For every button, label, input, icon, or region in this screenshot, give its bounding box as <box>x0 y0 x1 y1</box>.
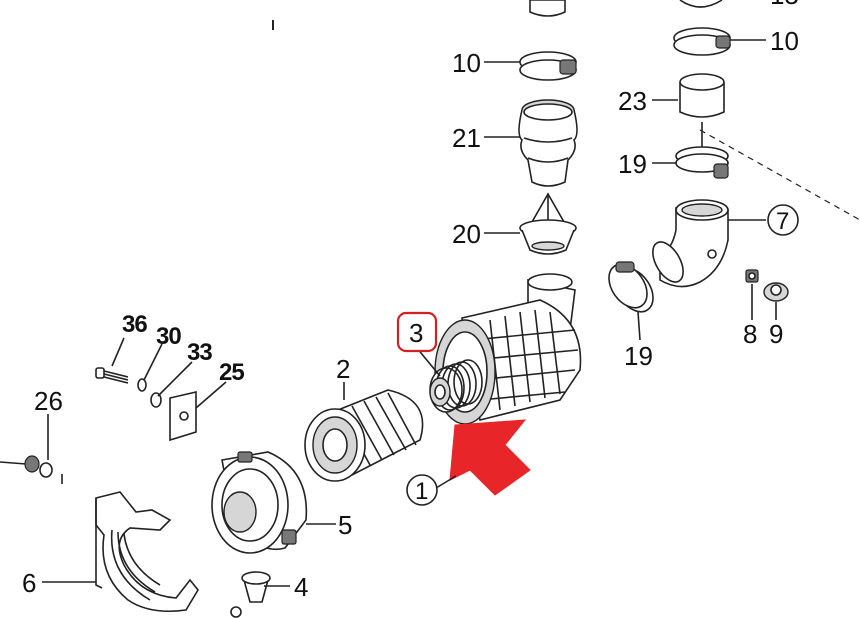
label-30: 30 <box>156 323 181 350</box>
dust-valve-4 <box>241 571 271 603</box>
sleeve-23 <box>679 73 725 118</box>
label-2: 2 <box>336 354 350 384</box>
label-20: 20 <box>452 219 481 249</box>
dashed-guide-line <box>699 129 860 221</box>
bolt-36 <box>95 367 129 384</box>
label-10-left: 10 <box>452 48 481 78</box>
clamp-10-left <box>519 0 577 81</box>
label-21: 21 <box>452 123 481 153</box>
label-6: 6 <box>22 568 36 598</box>
washer-33 <box>150 392 162 408</box>
label-19-bottom: 19 <box>624 341 653 371</box>
clamp-19-top <box>675 146 729 179</box>
plate-25 <box>169 390 197 442</box>
label-36: 36 <box>122 311 147 338</box>
label-33: 33 <box>187 339 212 366</box>
nut-26 <box>0 455 63 484</box>
mounting-bracket-6 <box>95 491 242 618</box>
bellows-21 <box>518 99 578 187</box>
filter-element-2 <box>304 389 424 482</box>
elbow-7 <box>652 199 729 288</box>
plug-9 <box>763 282 789 302</box>
air-cleaner-housing <box>429 273 582 425</box>
valve-20 <box>519 192 577 255</box>
label-9: 9 <box>769 319 783 349</box>
screw-8 <box>745 269 759 283</box>
clamp-10-right <box>673 0 731 56</box>
label-1-circle <box>406 474 438 506</box>
clamp-19-bottom <box>608 261 654 313</box>
label-23: 23 <box>618 86 647 116</box>
leader-lines <box>42 39 777 587</box>
housing-outlet-spiral <box>429 359 483 413</box>
label-3-highlight-box <box>396 311 438 353</box>
label-1: 1 <box>415 478 428 505</box>
label-3: 3 <box>409 318 423 348</box>
label-7-circle <box>767 204 799 236</box>
label-5: 5 <box>338 510 352 540</box>
label-15-partial: 15 <box>770 0 799 10</box>
label-8: 8 <box>743 319 757 349</box>
washer-30 <box>137 378 147 392</box>
airflow-arrow <box>449 419 531 496</box>
label-4: 4 <box>294 572 308 602</box>
label-10-right: 10 <box>770 26 799 56</box>
cover-5 <box>211 451 308 554</box>
label-19-top: 19 <box>618 149 647 179</box>
label-26: 26 <box>34 386 63 416</box>
label-7: 7 <box>776 208 789 235</box>
label-25: 25 <box>219 359 244 386</box>
